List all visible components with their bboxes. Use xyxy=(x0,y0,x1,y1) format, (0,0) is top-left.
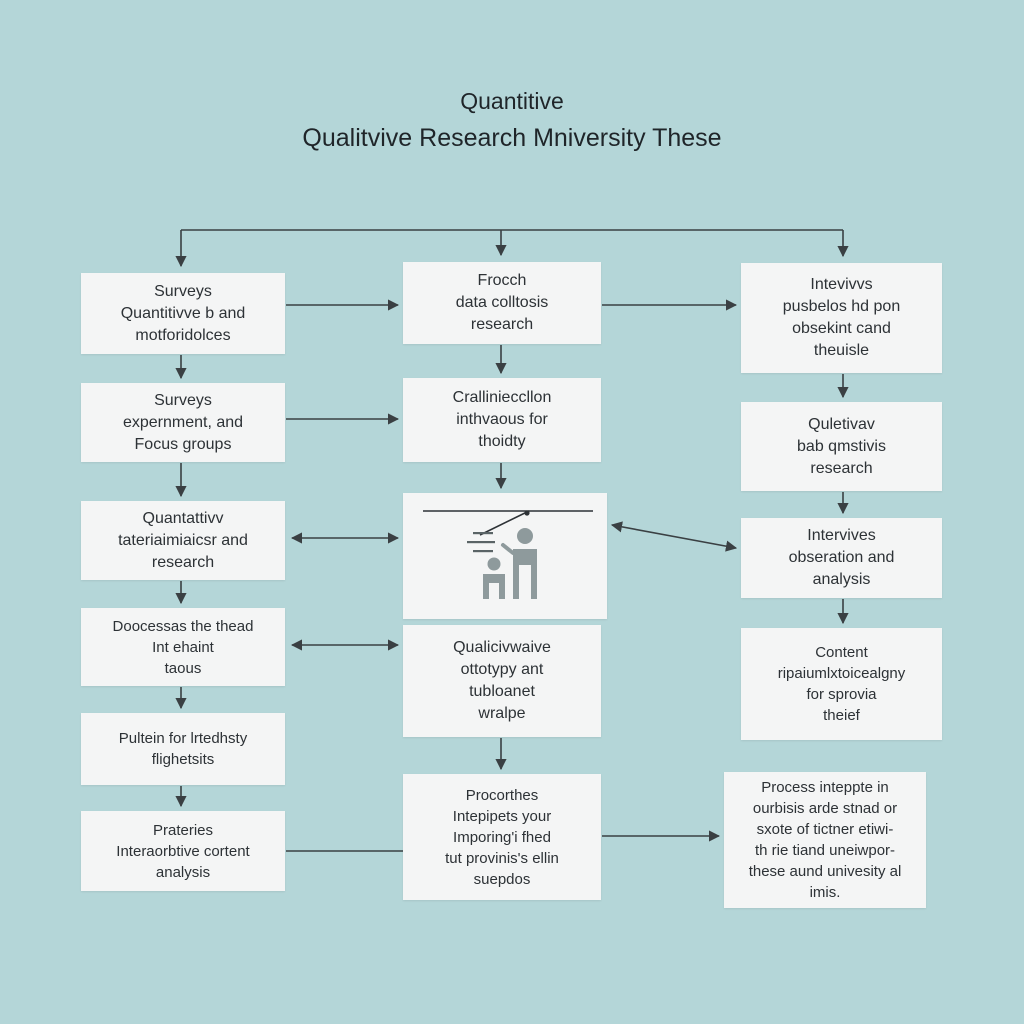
arrow-m3-r3-bidirectional xyxy=(610,521,738,552)
box-label: Frocch data colltosis research xyxy=(455,272,549,333)
box-pattern-insights: Pultein for lrtedhsty flighetsits xyxy=(81,713,285,785)
box-process-thread: Doocessas the thead Int ehaint taous xyxy=(81,608,285,686)
box-data-collection: Frocch data colltosis research xyxy=(403,262,601,344)
researcher-presentation-icon xyxy=(423,510,593,599)
box-qualitative-prototype: Qualicivwaive ottotypy ant tubloanet wra… xyxy=(403,625,601,737)
box-quantitative-research: Quantattivv tateriaimiaicsr and research xyxy=(81,501,285,580)
box-interviews-observation: Intevivvs pusbelos hd pon obsekint cand … xyxy=(741,263,942,373)
box-label: Pultein for lrtedhsty flighetsits xyxy=(118,730,248,768)
box-label: Prateries Interaorbtive cortent analysis xyxy=(116,821,250,881)
box-surveys-quantitative: Surveys Quantitivve b and motforidolces xyxy=(81,273,285,354)
box-process-interpretation: Procorthes Intepipets your Imporing'i fh… xyxy=(403,774,601,900)
box-label: Content ripaiumlxtoicealgny for sprovia … xyxy=(777,644,906,724)
diagram-title-line-2: Qualitvive Research Mniversity These xyxy=(302,124,722,152)
box-label: Surveys expernment, and Focus groups xyxy=(122,391,244,453)
box-label: Doocessas the thead Int ehaint taous xyxy=(112,617,254,677)
box-interviews-analysis: Intervives obseration and analysis xyxy=(741,518,942,598)
box-label: Process inteppte in ourbisis arde stnad … xyxy=(748,779,902,901)
box-interpretive-content-analysis: Prateries Interaorbtive cortent analysis xyxy=(81,811,285,891)
box-label: Intervives obseration and analysis xyxy=(788,527,895,588)
box-label: Quletivav bab qmstivis research xyxy=(797,415,886,477)
box-collection-methods: Crallinieccllon inthvaous for thoidty xyxy=(403,378,601,462)
box-label: Intevivvs pusbelos hd pon obsekint cand … xyxy=(782,276,901,359)
box-qualitative-research: Quletivav bab qmstivis research xyxy=(741,402,942,491)
box-label: Surveys Quantitivve b and motforidolces xyxy=(120,282,246,344)
box-label: Procorthes Intepipets your Imporing'i fh… xyxy=(445,786,559,888)
box-label: Quantattivv tateriaimiaicsr and research xyxy=(118,509,248,571)
box-surveys-experiments: Surveys expernment, and Focus groups xyxy=(81,383,285,462)
box-label: Qualicivwaive ottotypy ant tubloanet wra… xyxy=(453,639,551,722)
box-content-analysis: Content ripaiumlxtoicealgny for sprovia … xyxy=(741,628,942,740)
box-researcher-illustration xyxy=(403,493,607,619)
diagram-title-line-1: Quantitive xyxy=(460,88,564,114)
box-label: Crallinieccllon inthvaous for thoidty xyxy=(452,389,552,450)
box-process-interpretation-summary: Process inteppte in ourbisis arde stnad … xyxy=(724,772,926,908)
